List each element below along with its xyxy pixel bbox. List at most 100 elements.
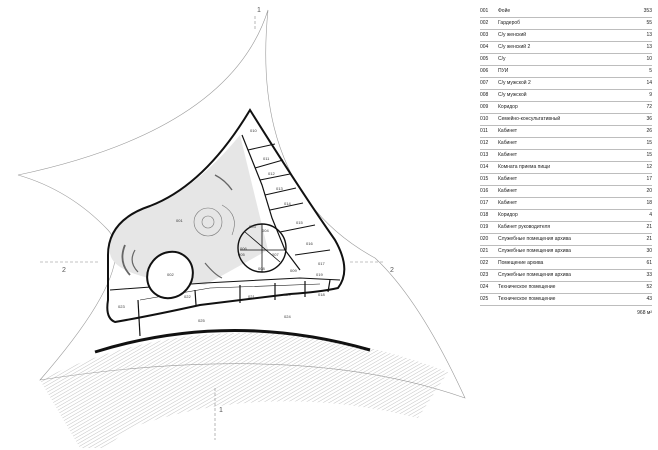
room-label: 008 bbox=[258, 266, 265, 271]
room-schedule-row: 015 Кабинет 17 bbox=[480, 174, 652, 186]
room-num: 011 bbox=[480, 128, 488, 134]
room-area: 13 bbox=[646, 32, 652, 38]
room-num: 007 bbox=[480, 80, 489, 86]
room-name: С/у женский 2 bbox=[498, 44, 531, 50]
room-num: 016 bbox=[480, 188, 489, 194]
room-area: 18 bbox=[646, 200, 652, 206]
room-area: 17 bbox=[646, 176, 652, 182]
room-area: 12 bbox=[646, 164, 652, 170]
room-num: 020 bbox=[480, 236, 489, 242]
room-schedule-row: 003 С/у женский 13 bbox=[480, 30, 652, 42]
row-underline bbox=[480, 125, 652, 126]
room-label: 021 bbox=[248, 294, 255, 299]
room-name: С/у bbox=[498, 56, 506, 62]
room-name: ПУИ bbox=[498, 68, 509, 74]
row-underline bbox=[480, 149, 652, 150]
office-divider bbox=[259, 173, 291, 181]
room-name: Кабинет bbox=[498, 128, 518, 134]
seating-arc bbox=[121, 244, 131, 276]
room-num: 015 bbox=[480, 176, 489, 182]
room-label: 007 bbox=[272, 252, 279, 257]
total-area: 968 м² bbox=[637, 310, 652, 316]
row-underline bbox=[480, 257, 652, 258]
room-name: Служебные помещения архива bbox=[498, 236, 571, 242]
room-area: 15 bbox=[646, 152, 652, 158]
room-name: С/у мужской bbox=[498, 92, 527, 98]
row-underline bbox=[480, 77, 652, 78]
room-label: 018 bbox=[318, 292, 325, 297]
spiral-stair-outer bbox=[193, 207, 223, 237]
room-name: Служебные помещения архива bbox=[498, 272, 571, 278]
room-area: 55 bbox=[646, 20, 652, 26]
section-mark-right: 2 bbox=[390, 267, 394, 274]
row-underline bbox=[480, 53, 652, 54]
room-label: 023 bbox=[118, 304, 125, 309]
room-name: Коридор bbox=[498, 104, 518, 110]
room-name: Служебные помещения архива bbox=[498, 248, 571, 254]
room-label: 002 bbox=[167, 272, 174, 277]
room-label: 024 bbox=[284, 314, 291, 319]
room-name: Коридор bbox=[498, 212, 518, 218]
archive-partition bbox=[137, 299, 141, 337]
room-num: 023 bbox=[480, 272, 489, 278]
office-divider bbox=[247, 143, 276, 151]
room-label: 012 bbox=[268, 171, 275, 176]
spiral-stair-inner bbox=[201, 215, 215, 229]
room-num: 021 bbox=[480, 248, 489, 254]
room-label: 013 bbox=[276, 186, 283, 191]
room-num: 014 bbox=[480, 164, 489, 170]
room-name: Кабинет bbox=[498, 188, 518, 194]
row-underline bbox=[480, 101, 652, 102]
floor-plan-drawing: 1 1 2 2 001 002 003 004 005 006 007 008 bbox=[17, 7, 466, 448]
room-area: 26 bbox=[646, 128, 652, 134]
room-label: 025 bbox=[198, 318, 205, 323]
room-area: 353 bbox=[643, 8, 652, 14]
row-underline bbox=[480, 161, 652, 162]
archive-partition bbox=[327, 279, 331, 293]
row-underline bbox=[480, 221, 652, 222]
office-divider bbox=[269, 202, 304, 211]
row-underline bbox=[480, 65, 652, 66]
room-label: 014 bbox=[284, 201, 291, 206]
room-label: 020 bbox=[284, 292, 291, 297]
room-area: 21 bbox=[646, 236, 652, 242]
room-label: 010 bbox=[250, 128, 257, 133]
room-label: 011 bbox=[263, 156, 270, 161]
office-divider bbox=[294, 249, 331, 256]
room-name: С/у женский bbox=[498, 32, 527, 38]
room-label: 005 bbox=[238, 252, 245, 257]
room-num: 009 bbox=[480, 104, 489, 110]
section-mark-top: 1 bbox=[257, 7, 261, 14]
room-label: 019 bbox=[316, 272, 323, 277]
room-area: 4 bbox=[649, 212, 652, 218]
room-label: 004 bbox=[262, 228, 269, 233]
room-area: 21 bbox=[646, 224, 652, 230]
room-label: 017 bbox=[318, 261, 325, 266]
room-num: 022 bbox=[480, 260, 489, 266]
room-num: 003 bbox=[480, 32, 489, 38]
room-name: Семейно-консультативный bbox=[498, 116, 561, 122]
room-label: 016 bbox=[306, 241, 313, 246]
row-underline bbox=[480, 197, 652, 198]
room-label: 001 bbox=[176, 218, 183, 223]
room-name: Фойе bbox=[498, 8, 511, 14]
room-num: 013 bbox=[480, 152, 489, 158]
room-name: Кабинет bbox=[498, 176, 518, 182]
room-num: 006 bbox=[480, 68, 489, 74]
room-area: 43 bbox=[646, 296, 652, 302]
row-underline bbox=[480, 173, 652, 174]
row-underline bbox=[480, 305, 652, 306]
room-schedule-row: 011 Кабинет 26 bbox=[480, 126, 652, 138]
site-outline bbox=[17, 9, 466, 399]
